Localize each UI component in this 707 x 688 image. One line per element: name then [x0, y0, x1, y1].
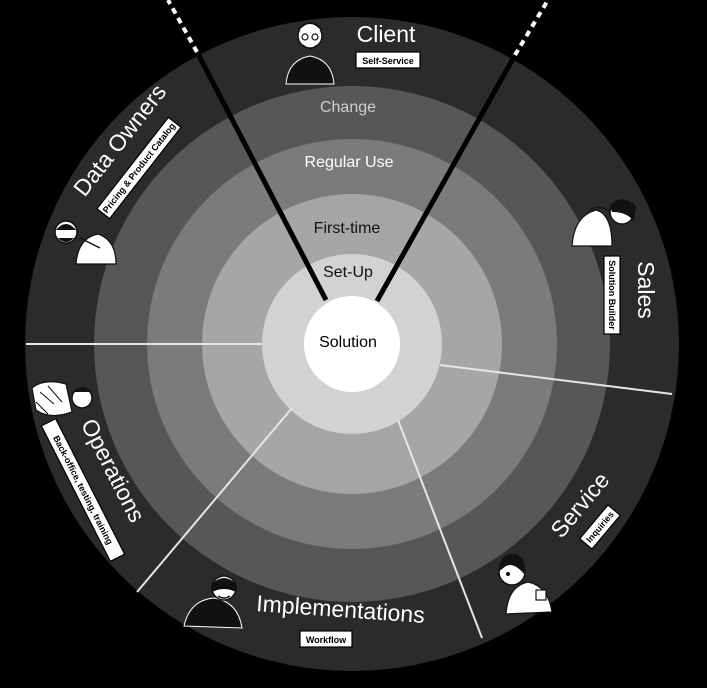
client-avatar-icon: [285, 22, 335, 85]
client-title: Client: [357, 21, 416, 47]
implementations-tag: Workflow: [306, 635, 347, 645]
ring-label-first-time: First-time: [314, 220, 381, 237]
operations-tag-box: [40, 417, 126, 563]
center-circle: [304, 296, 400, 392]
client-wedge-left: [194, 50, 329, 302]
segment-client: Client Self-Service: [285, 21, 421, 85]
operations-avatar-icon: [31, 381, 93, 417]
data-owners-tag-box: [96, 116, 182, 220]
ring-label-regular-use: Regular Use: [305, 154, 394, 171]
service-tag-box: [578, 504, 622, 550]
client-tag-box: [355, 51, 421, 69]
segment-dividers: [26, 343, 673, 639]
sales-avatar-icon: [571, 199, 636, 247]
sales-tag: Solution Builder: [607, 260, 617, 330]
divider-sales-service: [439, 364, 673, 395]
client-tag: Self-Service: [362, 56, 414, 66]
service-avatar-icon: [498, 553, 553, 615]
center-label: Solution: [319, 334, 377, 351]
client-wedge-lines: [194, 50, 518, 303]
divider-implementations-operations: [136, 407, 293, 593]
implementations-avatar-icon: [183, 575, 243, 629]
sales-title: Sales: [633, 261, 659, 319]
client-wedge-right: [374, 53, 518, 303]
client-wedge-dotted: [166, 0, 550, 57]
data-owners-avatar-icon: [54, 220, 117, 265]
segment-sales: Sales Solution Builder: [571, 199, 659, 335]
client-dotted-left: [166, 0, 199, 53]
sales-tag-box: [603, 255, 621, 335]
implementations-tag-box: [299, 630, 353, 648]
divider-service-implementations: [397, 419, 483, 639]
ring-label-set-up: Set-Up: [323, 264, 373, 281]
ring-label-change: Change: [320, 99, 376, 116]
